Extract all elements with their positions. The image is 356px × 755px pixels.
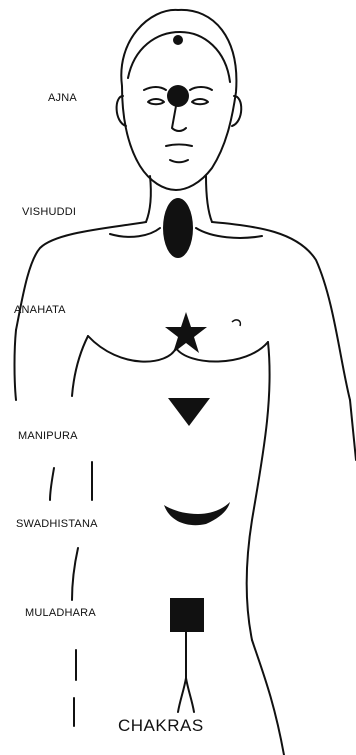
right-shoulder <box>212 222 350 400</box>
left-arm-lower <box>50 468 54 500</box>
bindu-dot-icon <box>173 35 183 45</box>
left-forearm <box>72 548 78 600</box>
sushumna-line <box>178 632 186 712</box>
swadhistana-crescent-icon <box>164 502 230 525</box>
left-eyebrow <box>144 87 166 90</box>
chin-line <box>170 160 188 162</box>
right-eyebrow <box>190 87 212 90</box>
label-vishuddi: VISHUDDI <box>22 207 76 218</box>
ajna-dot-icon <box>167 85 189 107</box>
label-muladhara: MULADHARA <box>25 608 96 619</box>
nipple-mark <box>232 320 240 326</box>
anahata-star-icon <box>165 312 207 353</box>
collarbone-left <box>110 228 160 237</box>
left-arm-outer <box>15 330 17 400</box>
nose <box>172 106 186 131</box>
label-manipura: MANIPURA <box>18 431 78 442</box>
label-ajna: AJNA <box>48 93 77 104</box>
neck-left <box>146 176 151 222</box>
left-eye <box>148 99 164 104</box>
right-torso <box>247 342 270 640</box>
label-anahata: ANAHATA <box>14 305 66 316</box>
right-arm <box>350 400 356 460</box>
label-swadhistana: SWADHISTANA <box>16 519 98 530</box>
mouth <box>166 145 192 147</box>
right-hip <box>252 640 284 755</box>
neck-right <box>206 176 212 222</box>
left-arm-inner <box>72 336 88 396</box>
vishuddi-ellipse-icon <box>163 198 193 258</box>
caption-chakras: CHAKRAS <box>118 717 204 734</box>
sushumna-branch <box>186 678 194 712</box>
right-eye <box>192 99 208 104</box>
manipura-triangle-icon <box>168 398 210 426</box>
muladhara-square-icon <box>170 598 204 632</box>
collarbone-right <box>196 228 262 238</box>
